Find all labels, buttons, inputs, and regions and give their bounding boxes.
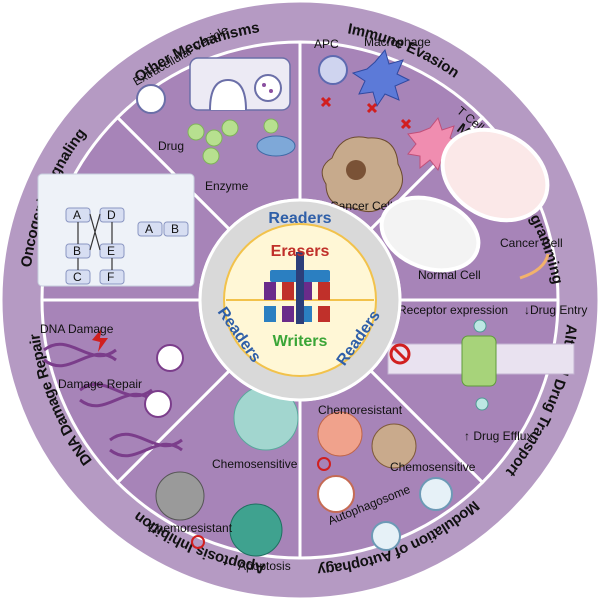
dna-helix-icon: [109, 432, 183, 458]
no-entry-slash-icon: [391, 345, 409, 363]
node-b2: [163, 221, 189, 237]
arrow-icon: [77, 213, 113, 270]
efflux-pump-icon: [461, 335, 497, 387]
label-node-a: A: [73, 208, 81, 222]
repair-protein-icon: [144, 390, 172, 418]
apc-cell-icon: [318, 55, 348, 85]
drug-molecule-icon: [221, 119, 239, 137]
label-cancer-cell-metabolic: Cancer Cell: [500, 236, 563, 250]
x-mark-icon: [400, 118, 412, 130]
label-enzyme: Enzyme: [205, 179, 249, 193]
label-chemoresistant-autophagy: Chemoresistant: [318, 403, 403, 417]
ev-icon: [136, 84, 166, 114]
autophagosome-icon: [317, 475, 355, 513]
label-readers-top: Readers: [268, 210, 331, 227]
label-node-d: D: [107, 208, 116, 222]
label-writers: Writers: [273, 333, 328, 350]
cancer-cell-metabolism-icon: [440, 127, 550, 223]
label-node-a2: A: [145, 222, 153, 236]
drug-molecule-icon: [187, 123, 205, 141]
nucleus-icon: [346, 160, 366, 180]
label-chemosensitive-autophagy: Chemosensitive: [390, 460, 476, 474]
inhibit-icon: [317, 457, 331, 471]
drug-molecule-icon: [263, 118, 279, 134]
label-apoptosis: Apoptosis: [238, 559, 291, 573]
label-node-b: B: [73, 244, 81, 258]
label-node-b2: B: [171, 222, 179, 236]
vesicle-dot-icon: [269, 89, 273, 93]
vesicle-dot-icon: [262, 83, 266, 87]
label-macrophage: Macrophage: [364, 35, 431, 49]
label-chemoresistant-apoptosis: Chemoresistant: [148, 521, 233, 535]
label-damage-repair: Damage Repair: [58, 377, 142, 391]
drug-molecule-icon: [475, 397, 489, 411]
inhibit-icon: [191, 535, 205, 549]
dna-helix-icon: [79, 382, 153, 408]
label-apc: APC: [314, 37, 339, 51]
label-node-c: C: [73, 270, 82, 284]
curved-arrow-icon: [519, 253, 550, 280]
dna-helix-icon: [43, 342, 117, 368]
x-mark-icon: [320, 96, 332, 108]
chemoresistant-cell-icon: [155, 471, 205, 521]
x-mark-icon: [366, 102, 378, 114]
drug-molecule-icon: [202, 147, 220, 165]
vesicle-icon: [254, 74, 282, 102]
label-drug-efflux: ↑ Drug Efflux: [464, 429, 532, 443]
enzyme-icon: [256, 135, 296, 157]
autophagosome-icon: [371, 521, 401, 551]
normal-cell-metabolism-icon: [379, 195, 481, 273]
budding-vesicle-icon: [209, 78, 247, 111]
node-a2: [137, 221, 163, 237]
dna-repair-panel: DNA Damage Damage Repair: [40, 322, 184, 458]
histone-chromatin-icon: [264, 252, 330, 324]
label-dna-damage: DNA Damage: [40, 322, 114, 336]
drug-transport-panel: ↓Receptor expression ↓Drug Entry ↑ Drug …: [387, 303, 587, 443]
apoptosis-panel: Chemosensitive Chemoresistant Apoptosis: [148, 385, 299, 573]
label-drug-entry: ↓Drug Entry: [524, 303, 587, 317]
autophagosome-icon: [419, 477, 453, 511]
oncogenic-panel: A D A B B E C F: [37, 173, 195, 287]
macrophage-cell-icon: [351, 48, 411, 108]
chemoresistant-cell-icon: [317, 411, 363, 457]
label-normal-cell: Normal Cell: [418, 268, 481, 282]
label-node-e: E: [107, 244, 115, 258]
label-drug: Drug: [158, 139, 184, 153]
no-entry-icon: [389, 343, 411, 365]
lightning-icon: [92, 328, 108, 352]
drug-molecule-icon: [473, 319, 487, 333]
repair-protein-icon: [156, 344, 184, 372]
label-receptor-expression: ↓Receptor expression: [392, 303, 508, 317]
apoptotic-cell-icon: [229, 503, 283, 557]
label-chemosensitive-apoptosis: Chemosensitive: [212, 457, 298, 471]
label-node-f: F: [107, 270, 114, 284]
chemosensitive-cell-icon: [371, 423, 417, 469]
drug-molecule-icon: [205, 129, 223, 147]
label-erasers: Erasers: [271, 243, 330, 260]
metabolic-panel: Cancer Cell Normal Cell: [379, 127, 563, 282]
